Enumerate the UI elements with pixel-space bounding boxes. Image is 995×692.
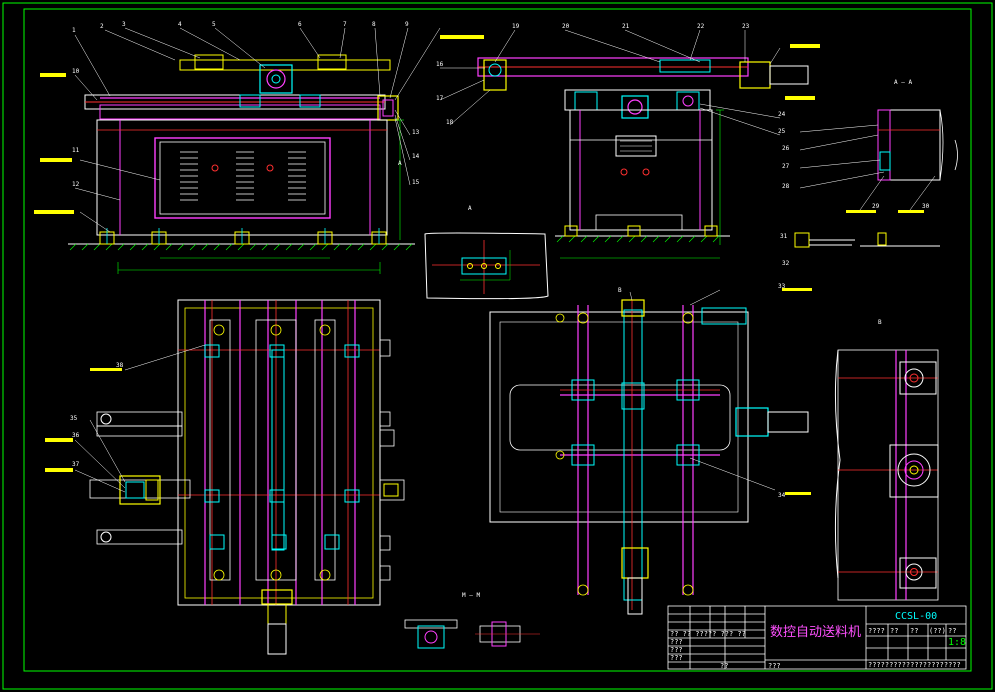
balloon-27: 27	[782, 163, 790, 170]
tb-header-code-1: ??	[890, 627, 898, 635]
inner-frame	[23, 8, 972, 672]
balloon-34: 34	[778, 492, 786, 499]
balloon-8: 8	[372, 21, 376, 28]
balloon-5: 5	[212, 21, 216, 28]
balloon-32: 32	[782, 260, 790, 267]
balloon-26: 26	[782, 145, 790, 152]
tb-header-code-3: (??)	[929, 627, 946, 635]
plan-view-middle	[489, 288, 812, 615]
balloon-11: 11	[72, 147, 80, 154]
balloon-18: 18	[446, 119, 454, 126]
view-label-b: B	[618, 287, 622, 294]
balloon-24: 24	[778, 111, 786, 118]
balloon-19: 19	[512, 23, 520, 30]
balloon-labels: 1 2 3 4 5 6 7 8 9 10 11 12 13 14 15 16 1…	[70, 21, 930, 499]
balloon-2: 2	[100, 23, 104, 30]
drawing-code: CCSL-00	[895, 611, 937, 622]
detail-view-bottom-right	[834, 349, 939, 601]
drawing-title: 数控自动送料机	[770, 625, 861, 640]
balloon-37: 37	[72, 461, 80, 468]
balloon-30: 30	[922, 203, 930, 210]
plan-view-left	[45, 299, 405, 655]
balloon-7: 7	[343, 21, 347, 28]
balloon-38: 38	[116, 362, 124, 369]
balloon-12: 12	[72, 181, 80, 188]
view-label-section-a: A — A	[894, 79, 912, 86]
balloon-4: 4	[178, 21, 182, 28]
balloon-29: 29	[872, 203, 880, 210]
balloon-15: 15	[412, 179, 420, 186]
balloon-35: 35	[70, 415, 78, 422]
balloon-31: 31	[780, 233, 788, 240]
tb-header-code-2: ??	[910, 627, 918, 635]
view-label-aa: A	[468, 205, 472, 212]
view-label-m: M — M	[462, 592, 480, 599]
view-label-detail-1: A	[398, 160, 402, 167]
front-view	[34, 27, 441, 274]
balloon-33: 33	[778, 283, 786, 290]
balloon-16: 16	[436, 61, 444, 68]
balloon-3: 3	[122, 21, 126, 28]
small-details	[404, 619, 540, 649]
tb-footer-code: ??????????????????????	[868, 661, 961, 669]
tb-left-row-0: ?? ?? ????? ??? ??	[670, 630, 746, 638]
balloon-36: 36	[72, 432, 80, 439]
view-label-detail-2: B	[878, 319, 882, 326]
title-block	[667, 605, 967, 670]
balloon-1: 1	[72, 27, 76, 34]
tb-left-row-3: ???	[670, 654, 683, 662]
balloon-9: 9	[405, 21, 409, 28]
balloon-14: 14	[412, 153, 420, 160]
balloon-13: 13	[412, 129, 420, 136]
tb-bottom-code: ???	[768, 662, 781, 670]
balloon-10: 10	[72, 68, 80, 75]
tb-left-row-1: ???	[670, 638, 683, 646]
balloon-28: 28	[782, 183, 790, 190]
balloon-20: 20	[562, 23, 570, 30]
balloon-25: 25	[778, 128, 786, 135]
balloon-6: 6	[298, 21, 302, 28]
balloon-17: 17	[436, 95, 444, 102]
tb-header-code-0: ????	[868, 627, 885, 635]
tb-left-row-2: ???	[670, 646, 683, 654]
tb-left-row-4: ??	[720, 662, 728, 670]
detail-view-top-right	[794, 109, 958, 248]
tb-header-code-4: ??	[948, 627, 956, 635]
balloon-23: 23	[742, 23, 750, 30]
drawing-scale: 1:8	[948, 637, 966, 648]
balloon-21: 21	[622, 23, 630, 30]
side-view	[439, 29, 820, 259]
balloon-22: 22	[697, 23, 705, 30]
section-aa-view	[424, 232, 549, 300]
